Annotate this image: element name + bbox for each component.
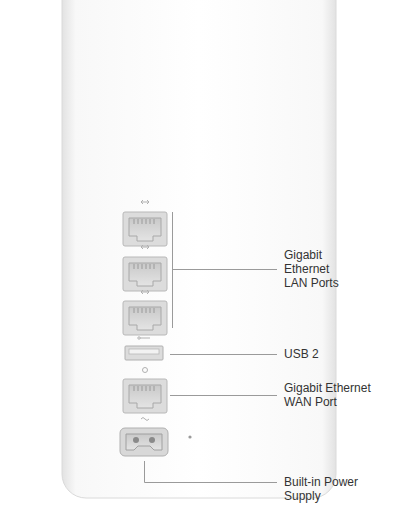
- power-label: Built-in Power Supply: [284, 475, 374, 503]
- leader-lines: [145, 212, 278, 483]
- port-label: USB 2: [284, 347, 384, 361]
- port-label: Gigabit Ethernet WAN Port: [284, 381, 392, 409]
- port-label: Gigabit Ethernet LAN Ports: [284, 248, 350, 290]
